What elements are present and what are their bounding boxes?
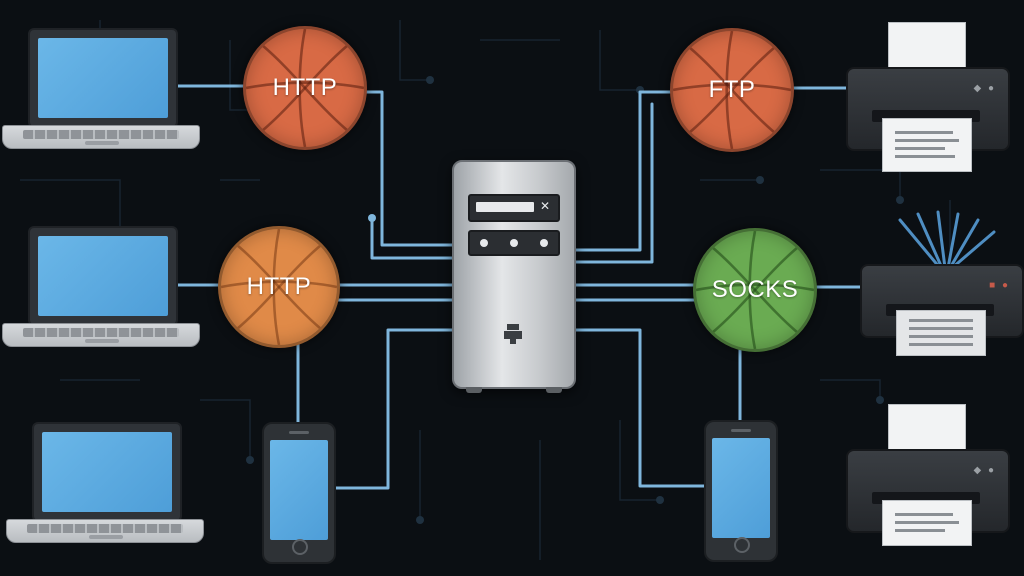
fan-icon <box>898 210 996 270</box>
proxy-server: ✕ <box>452 160 576 393</box>
laptop-screen <box>38 38 168 118</box>
smartphone-right <box>704 420 778 562</box>
printed-page <box>882 500 972 546</box>
home-button-icon <box>734 537 750 553</box>
protocol-http-top: HTTP <box>243 26 367 150</box>
phone-screen <box>270 440 328 540</box>
phone-screen <box>712 438 770 538</box>
protocol-socks: SOCKS <box>693 228 817 352</box>
laptop-screen <box>38 236 168 316</box>
server-indicator-panel <box>468 230 560 256</box>
protocol-label: HTTP <box>246 273 312 300</box>
home-button-icon <box>292 539 308 555</box>
laptop-top <box>0 28 200 158</box>
protocol-label: SOCKS <box>711 276 799 303</box>
laptop-screen <box>42 432 172 512</box>
smartphone-left <box>262 422 336 564</box>
protocol-ftp: FTP <box>670 28 794 152</box>
close-icon: ✕ <box>539 199 550 213</box>
protocol-label: FTP <box>708 76 756 103</box>
protocol-label: HTTP <box>272 74 338 101</box>
printer-top: ◆ ● <box>846 22 1010 172</box>
laptop-bottom <box>4 422 204 552</box>
printer-bottom: ◆ ● <box>846 404 1010 554</box>
server-drive-bay: ✕ <box>468 194 560 222</box>
laptop-middle <box>0 226 200 356</box>
printer-middle: ■ ● <box>860 210 1024 360</box>
protocol-http-middle: HTTP <box>218 226 340 348</box>
printed-page <box>882 118 972 172</box>
box-icon <box>504 324 522 344</box>
